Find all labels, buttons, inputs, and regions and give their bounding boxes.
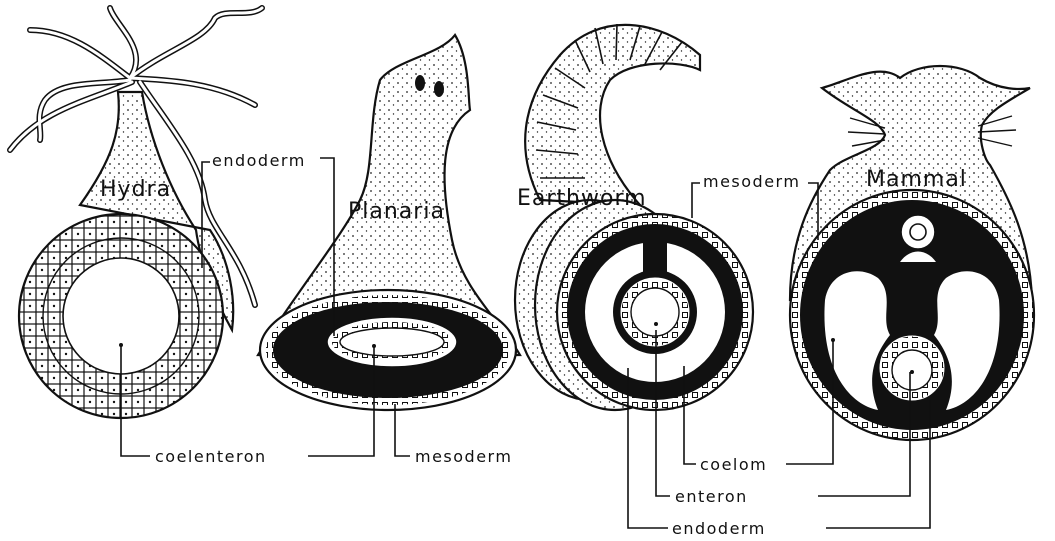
earthworm-figure — [515, 24, 753, 410]
earthworm-title: Earthworm — [517, 186, 647, 211]
earthworm-enteron — [631, 288, 679, 336]
enteron-label: enteron — [675, 487, 748, 506]
endoderm-bottom-label: endoderm — [672, 519, 766, 538]
hydra-endoderm-label: endoderm — [212, 151, 306, 170]
coelenteron-label: coelenteron — [155, 447, 267, 466]
planaria-mesoderm-label: mesoderm — [415, 447, 512, 466]
planaria-title: Planaria — [348, 199, 445, 224]
earthworm-mesoderm-label: mesoderm — [703, 172, 800, 191]
mammal-title: Mammal — [866, 167, 967, 192]
mammal-figure — [790, 66, 1034, 440]
hydra-figure — [10, 8, 262, 418]
coelom-label: coelom — [700, 455, 767, 474]
planaria-enteron-cavity — [340, 328, 444, 356]
hydra-title: Hydra — [100, 177, 171, 202]
